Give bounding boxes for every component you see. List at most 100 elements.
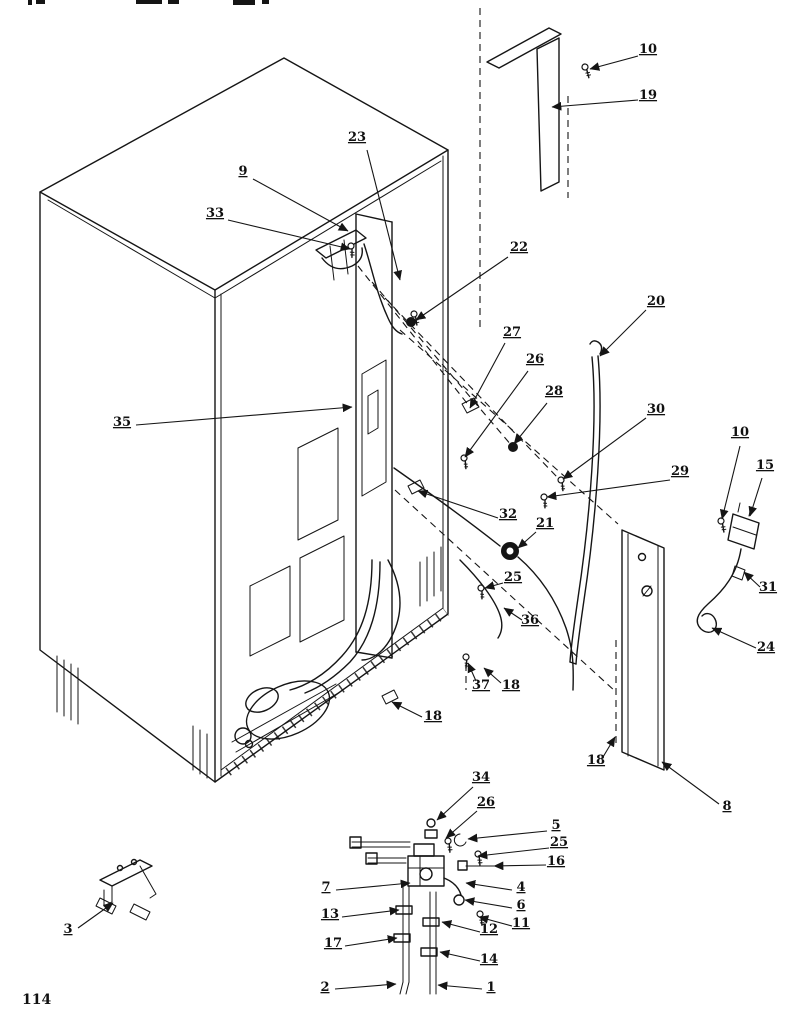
callout-leader-24 <box>711 627 757 649</box>
callout-label-26: 26 <box>477 795 495 810</box>
back-fasteners <box>407 397 570 670</box>
callout-leader-28 <box>513 402 548 445</box>
fill-tube-bracket <box>315 229 423 335</box>
callout-label-10: 10 <box>731 425 749 440</box>
callout-layer: 1019239332227262820303510152932213125243… <box>63 42 777 995</box>
callout-leader-26 <box>464 370 529 458</box>
callout-leader-11 <box>478 915 513 927</box>
callout-leader-10 <box>589 55 639 71</box>
callout-label-10: 10 <box>639 42 657 57</box>
callout-leader-6 <box>464 897 513 909</box>
callout-leader-33 <box>227 219 351 252</box>
callout-label-16: 16 <box>547 854 565 869</box>
callout-label-23: 23 <box>348 130 366 145</box>
callout-leader-18 <box>391 701 423 718</box>
callout-label-22: 22 <box>510 240 528 255</box>
drain-bracket-3 <box>95 858 157 921</box>
callout-leader-30 <box>562 417 647 480</box>
callout-label-28: 28 <box>545 384 563 399</box>
callout-label-19: 19 <box>639 88 657 103</box>
callout-leader-29 <box>546 479 671 501</box>
callout-leader-5 <box>467 830 548 843</box>
callout-leader-9 <box>252 178 349 232</box>
callout-label-36: 36 <box>521 613 539 628</box>
callout-leader-35 <box>135 403 353 426</box>
callout-leader-16 <box>493 861 547 871</box>
callout-leader-1 <box>437 981 483 991</box>
callout-leader-3 <box>77 902 114 929</box>
callout-label-1: 1 <box>486 980 495 995</box>
callout-leader-26 <box>445 810 478 839</box>
callout-leader-36 <box>503 607 523 621</box>
callout-label-27: 27 <box>503 325 521 340</box>
callout-leader-25 <box>477 847 550 860</box>
callout-leader-2 <box>334 980 397 990</box>
callout-leader-8 <box>661 761 720 805</box>
callout-label-7: 7 <box>321 880 330 895</box>
callout-label-5: 5 <box>551 818 560 833</box>
callout-label-37: 37 <box>472 678 490 693</box>
callout-leader-17 <box>344 935 398 947</box>
cabinet-outline <box>39 57 449 783</box>
callout-label-21: 21 <box>536 516 554 531</box>
callout-label-34: 34 <box>472 770 490 785</box>
callout-label-15: 15 <box>756 458 774 473</box>
callout-leader-7 <box>335 879 411 891</box>
callout-label-33: 33 <box>206 206 224 221</box>
callout-label-11: 11 <box>512 916 530 931</box>
callout-leader-14 <box>439 949 481 962</box>
callout-label-12: 12 <box>480 922 498 937</box>
callout-label-3: 3 <box>63 922 72 937</box>
callout-leader-13 <box>341 906 400 918</box>
callout-leader-18 <box>602 736 616 758</box>
callout-leader-32 <box>417 489 499 519</box>
callout-label-25: 25 <box>504 570 522 585</box>
callout-label-25: 25 <box>550 835 568 850</box>
callout-label-6: 6 <box>516 898 525 913</box>
callout-leader-23 <box>366 149 402 281</box>
callout-label-35: 35 <box>113 415 131 430</box>
callout-leader-4 <box>465 880 513 891</box>
drain-channel <box>355 213 393 659</box>
callout-label-18: 18 <box>424 709 442 724</box>
panel-19 <box>486 27 595 192</box>
power-cord-assembly <box>696 502 760 633</box>
callout-label-2: 2 <box>320 980 329 995</box>
callout-leader-25 <box>484 581 504 590</box>
callout-label-9: 9 <box>238 164 247 179</box>
cabinet-vent-slats <box>56 546 442 779</box>
callout-label-32: 32 <box>499 507 517 522</box>
callout-label-4: 4 <box>516 880 525 895</box>
callout-label-29: 29 <box>671 464 689 479</box>
wiring-harness <box>289 467 574 705</box>
callout-leader-20 <box>599 309 647 357</box>
callout-label-31: 31 <box>759 580 777 595</box>
callout-label-24: 24 <box>757 640 775 655</box>
callout-leader-31 <box>743 571 761 588</box>
panel-8 <box>621 529 665 771</box>
compressor <box>231 680 341 753</box>
callout-label-17: 17 <box>324 936 342 951</box>
callout-leader-22 <box>415 256 509 321</box>
top-edge-print-artifacts <box>28 0 269 5</box>
callout-label-14: 14 <box>480 952 498 967</box>
callout-leader-37 <box>467 662 477 682</box>
back-panel-labels <box>249 427 345 657</box>
callout-leader-15 <box>748 477 763 517</box>
callout-label-18: 18 <box>502 678 520 693</box>
callout-leader-27 <box>469 342 506 409</box>
callout-leader-34 <box>436 786 474 821</box>
condenser-tube <box>569 340 603 665</box>
callout-label-18: 18 <box>587 753 605 768</box>
callout-label-13: 13 <box>321 907 339 922</box>
water-valve-assembly <box>349 818 495 995</box>
callout-leader-19 <box>551 99 639 111</box>
callout-leader-18 <box>483 667 502 684</box>
callout-label-26: 26 <box>526 352 544 367</box>
callout-label-8: 8 <box>722 799 731 814</box>
page-number: 114 <box>22 992 52 1008</box>
callout-label-20: 20 <box>647 294 665 309</box>
callout-leader-10 <box>719 445 741 520</box>
